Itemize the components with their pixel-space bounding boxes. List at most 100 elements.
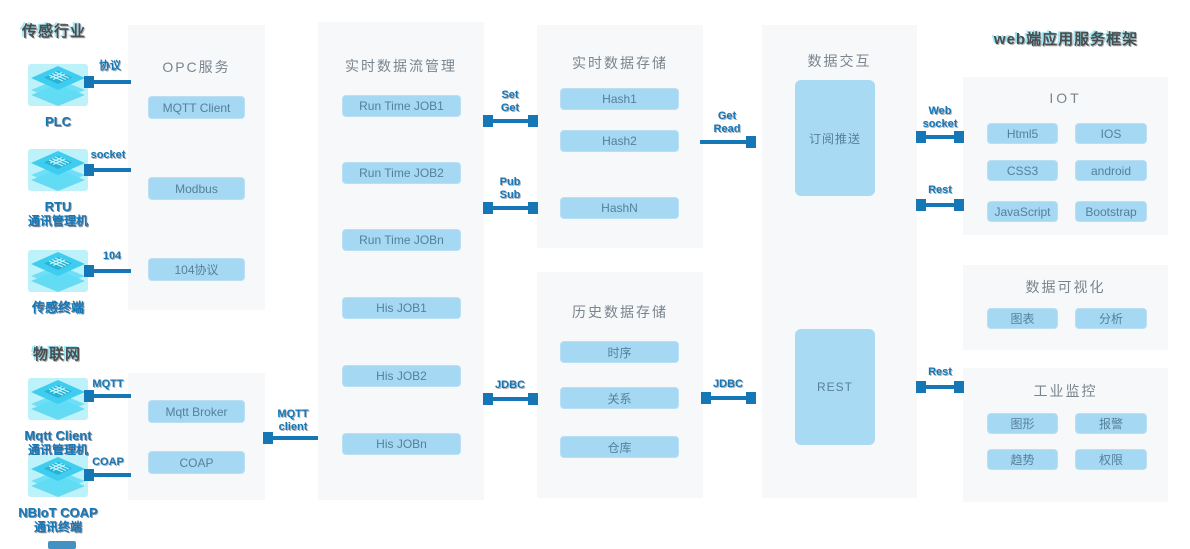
- stream-button-his-job2[interactable]: His JOB2: [342, 365, 461, 387]
- connector-set-get-cap-left: [483, 115, 493, 127]
- visualization-button-分析[interactable]: 分析: [1075, 308, 1147, 329]
- connector-coap-cap-left: [84, 469, 94, 481]
- realtime_store-button-hash1[interactable]: Hash1: [560, 88, 679, 110]
- connector-rest-lower-cap-right: [954, 381, 964, 393]
- stream-button-run-time-jobn[interactable]: Run Time JOBn: [342, 229, 461, 251]
- connector-pub-sub-label: Pub Sub: [499, 176, 521, 201]
- connector-mqtt-client-cap-left: [263, 432, 273, 444]
- panel-monitor: 工业监控 图形报警趋势权限: [963, 368, 1168, 502]
- device-nbiot-coap-label-0: NBIoT COAP: [18, 505, 98, 520]
- panel-monitor-title: 工业监控: [1033, 383, 1098, 399]
- history_store-button-时序[interactable]: 时序: [560, 341, 679, 363]
- device-rtu-label-0: RTU: [44, 199, 72, 214]
- device-chip-icon: [28, 64, 88, 106]
- section-header-iot: 物联网: [33, 346, 82, 363]
- connector-protocol-label: 协议: [99, 60, 121, 72]
- panel-interact-title: 数据交互: [807, 53, 872, 69]
- connector-web-socket-line: [917, 135, 963, 139]
- device-nbiot-coap-label-1: 通讯终端: [33, 520, 82, 534]
- connector-socket-line: [85, 168, 131, 172]
- connector-jdbc-right-line: [702, 396, 755, 400]
- visualization-button-图表[interactable]: 图表: [987, 308, 1058, 329]
- device-mqtt-client-label-0: Mqtt Client: [24, 428, 92, 443]
- iot-button-javascript[interactable]: JavaScript: [987, 201, 1058, 222]
- connector-pub-sub-line: [484, 206, 537, 210]
- panel-web-iot-title: IOT: [1049, 90, 1082, 106]
- panel-stream-title: 实时数据流管理: [345, 58, 457, 74]
- connector-jdbc-left-cap-left: [483, 393, 493, 405]
- connector-protocol-line: [85, 80, 131, 84]
- opc-button-modbus[interactable]: Modbus: [148, 177, 245, 200]
- realtime_store-button-hashn[interactable]: HashN: [560, 197, 679, 219]
- connector-set-get-line: [484, 119, 537, 123]
- opc-button-mqtt-client[interactable]: MQTT Client: [148, 96, 245, 119]
- connector-jdbc-right-cap-left: [701, 392, 711, 404]
- connector-mqtt-client-line: [264, 436, 318, 440]
- interact-box-订阅推送[interactable]: 订阅推送: [795, 80, 875, 196]
- connector-s104-label: 104: [102, 250, 122, 262]
- section-header-web: web端应用服务框架: [993, 31, 1139, 48]
- device-plc-label-0: PLC: [45, 114, 71, 129]
- stream-button-his-jobn[interactable]: His JOBn: [342, 433, 461, 455]
- connector-get-read-cap-right: [746, 136, 756, 148]
- connector-get-read-label: Get Read: [713, 110, 741, 135]
- connector-rest-upper-line: [917, 203, 963, 207]
- device-chip-icon: [28, 378, 88, 420]
- device-rtu-label-1: 通讯管理机: [27, 214, 88, 228]
- connector-set-get-label: Set Get: [500, 89, 520, 114]
- connector-s104-cap-left: [84, 265, 94, 277]
- device-plc-caption: PLC: [0, 115, 120, 129]
- iot-button-html5[interactable]: Html5: [987, 123, 1058, 144]
- connector-rest-lower-line: [917, 385, 963, 389]
- connector-pub-sub-cap-left: [483, 202, 493, 214]
- connector-jdbc-right-cap-right: [746, 392, 756, 404]
- stream-button-run-time-job1[interactable]: Run Time JOB1: [342, 95, 461, 117]
- monitor-button-图形[interactable]: 图形: [987, 413, 1058, 434]
- device-sensor-terminal: 传感终端: [27, 248, 89, 315]
- connector-rest-upper-cap-right: [954, 199, 964, 211]
- monitor-button-趋势[interactable]: 趋势: [987, 449, 1058, 470]
- broker-button-mqtt-broker[interactable]: Mqtt Broker: [148, 400, 245, 423]
- realtime_store-button-hash2[interactable]: Hash2: [560, 130, 679, 152]
- history_store-button-仓库[interactable]: 仓库: [560, 436, 679, 458]
- iot-button-css3[interactable]: CSS3: [987, 160, 1058, 181]
- connector-coap-line: [85, 473, 131, 477]
- connector-protocol-cap-left: [84, 76, 94, 88]
- panel-realtime-store-title: 实时数据存储: [572, 55, 668, 71]
- stream-button-his-job1[interactable]: His JOB1: [342, 297, 461, 319]
- connector-jdbc-left-line: [484, 397, 537, 401]
- iot-button-android[interactable]: android: [1075, 160, 1147, 181]
- connector-jdbc-right-label: JDBC: [713, 378, 743, 390]
- panel-visualization-title: 数据可视化: [1025, 279, 1106, 295]
- interact-box-rest[interactable]: REST: [795, 329, 875, 445]
- connector-get-read-line: [700, 140, 755, 144]
- connector-rest-lower-cap-left: [916, 381, 926, 393]
- monitor-button-权限[interactable]: 权限: [1075, 449, 1147, 470]
- stream-button-run-time-job2[interactable]: Run Time JOB2: [342, 162, 461, 184]
- connector-mqtt-cap-left: [84, 390, 94, 402]
- iot-button-ios[interactable]: IOS: [1075, 123, 1147, 144]
- opc-button-104协议[interactable]: 104协议: [148, 258, 245, 281]
- connector-mqtt-client-label: MQTT client: [277, 408, 309, 433]
- iot-button-bootstrap[interactable]: Bootstrap: [1075, 201, 1147, 222]
- device-chip-icon: [28, 250, 88, 292]
- device-sensor-terminal-caption: 传感终端: [0, 301, 120, 315]
- connector-mqtt-label: MQTT: [92, 378, 124, 390]
- connector-rest-upper-label: Rest: [928, 184, 952, 196]
- connector-jdbc-left-label: JDBC: [495, 379, 525, 391]
- connector-mqtt-line: [85, 394, 131, 398]
- connector-socket-cap-left: [84, 164, 94, 176]
- history_store-button-关系[interactable]: 关系: [560, 387, 679, 409]
- monitor-button-报警[interactable]: 报警: [1075, 413, 1147, 434]
- broker-button-coap[interactable]: COAP: [148, 451, 245, 474]
- panel-opc-title: OPC服务: [162, 59, 231, 75]
